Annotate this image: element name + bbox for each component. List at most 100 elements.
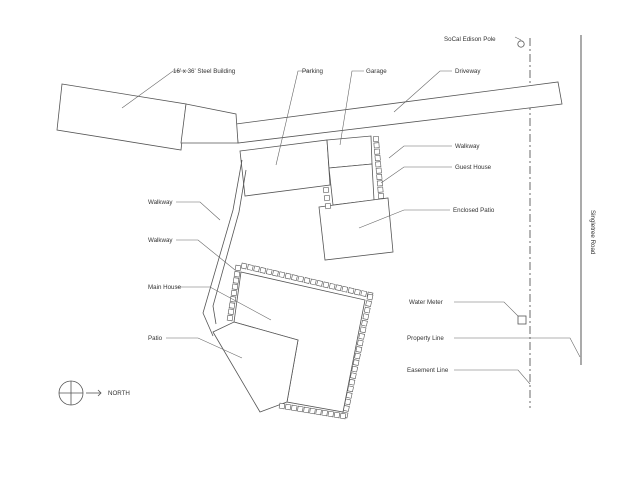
compass-rose-icon	[58, 380, 84, 406]
paver-square	[290, 404, 298, 412]
paver-square	[354, 288, 361, 296]
water-meter-icon	[517, 315, 527, 325]
paver-square	[361, 319, 368, 327]
paver-square	[297, 275, 305, 283]
parking-pad	[239, 139, 331, 197]
paver-square	[272, 269, 279, 277]
paver-square	[228, 302, 236, 309]
arrow-right-icon	[86, 389, 102, 397]
paver-square	[366, 293, 374, 301]
paver-square	[365, 300, 372, 307]
walkway-left-path	[202, 159, 243, 337]
paver-square	[322, 281, 330, 289]
label-steel-building: 16' x 36' Steel Building	[173, 68, 236, 75]
label-patio: Patio	[148, 335, 163, 342]
paver-square	[344, 398, 352, 406]
paver-square	[322, 186, 330, 194]
label-road: Singletree Road	[589, 210, 596, 255]
paver-square	[341, 285, 349, 293]
paver-square	[359, 326, 367, 334]
paver-square	[309, 278, 317, 286]
paver-square	[227, 308, 235, 315]
paver-square	[226, 314, 234, 322]
paver-square	[240, 262, 248, 270]
paver-square	[278, 271, 286, 279]
paver-square	[259, 266, 267, 274]
label-guest-house: Guest House	[455, 164, 492, 171]
paver-square	[375, 161, 382, 168]
paver-square	[372, 135, 380, 143]
driveway	[235, 81, 563, 144]
paver-square	[327, 410, 335, 418]
paver-square	[232, 277, 240, 284]
label-garage: Garage	[366, 68, 387, 75]
paver-square	[376, 180, 383, 187]
patio	[212, 321, 299, 413]
label-driveway: Driveway	[455, 68, 481, 75]
label-edison-pole: SoCal Edison Pole	[444, 36, 496, 43]
paver-square	[374, 154, 381, 162]
paver-square	[230, 289, 238, 297]
paver-square	[363, 306, 371, 314]
paver-square	[335, 284, 342, 292]
paver-square	[303, 406, 310, 414]
paver-square	[278, 402, 286, 410]
garage	[326, 135, 373, 169]
paver-square	[350, 372, 357, 379]
label-water-meter: Water Meter	[409, 299, 443, 306]
paver-square	[376, 173, 383, 181]
paver-square	[291, 274, 298, 281]
paver-square	[284, 403, 292, 411]
paver-square	[343, 405, 350, 412]
paver-square	[360, 290, 368, 297]
guest-house	[328, 163, 375, 206]
paver-square	[355, 346, 363, 353]
paver-square	[284, 272, 292, 280]
paver-square	[352, 359, 360, 366]
paver-square	[324, 202, 332, 210]
paver-square	[297, 405, 304, 413]
paver-square	[233, 271, 241, 278]
paver-square	[362, 313, 370, 320]
steel-building	[56, 83, 187, 151]
enclosed-patio	[318, 197, 394, 261]
paver-square	[321, 409, 328, 417]
label-main-house: Main House	[148, 284, 182, 291]
label-parking: Parking	[302, 68, 324, 75]
paver-square	[231, 283, 239, 290]
label-walkway-left-lower: Walkway	[148, 237, 173, 244]
paver-square	[347, 287, 355, 295]
paver-square	[347, 385, 354, 393]
label-walkway-left-upper: Walkway	[148, 199, 173, 206]
building-apron	[180, 103, 239, 144]
paver-square	[316, 280, 323, 287]
paver-square	[345, 392, 353, 399]
paver-square	[328, 282, 336, 290]
label-property-line: Property Line	[407, 335, 444, 342]
label-enclosed-patio: Enclosed Patio	[453, 207, 495, 214]
label-easement-line: Easement Line	[407, 367, 449, 374]
paver-square	[358, 333, 365, 340]
paver-square	[377, 186, 384, 193]
paver-square	[354, 352, 361, 360]
label-north: NORTH	[108, 390, 130, 397]
paver-square	[253, 265, 260, 273]
paver-square	[234, 264, 242, 272]
paver-square	[315, 408, 322, 416]
paver-square	[348, 378, 356, 386]
paver-square	[333, 411, 341, 419]
paver-square	[309, 407, 316, 415]
paver-square	[351, 365, 359, 373]
paver-square	[356, 339, 364, 347]
leader-lines	[121, 36, 581, 385]
paver-square	[323, 194, 331, 202]
paver-square	[339, 412, 347, 420]
walkway-left-path-inner	[212, 169, 247, 325]
paver-square	[374, 148, 381, 155]
paver-square	[265, 268, 273, 276]
paver-walkway	[226, 135, 385, 420]
paver-square	[246, 264, 254, 271]
paver-square	[303, 277, 311, 284]
paver-square	[373, 142, 380, 149]
paver-square	[377, 192, 385, 200]
